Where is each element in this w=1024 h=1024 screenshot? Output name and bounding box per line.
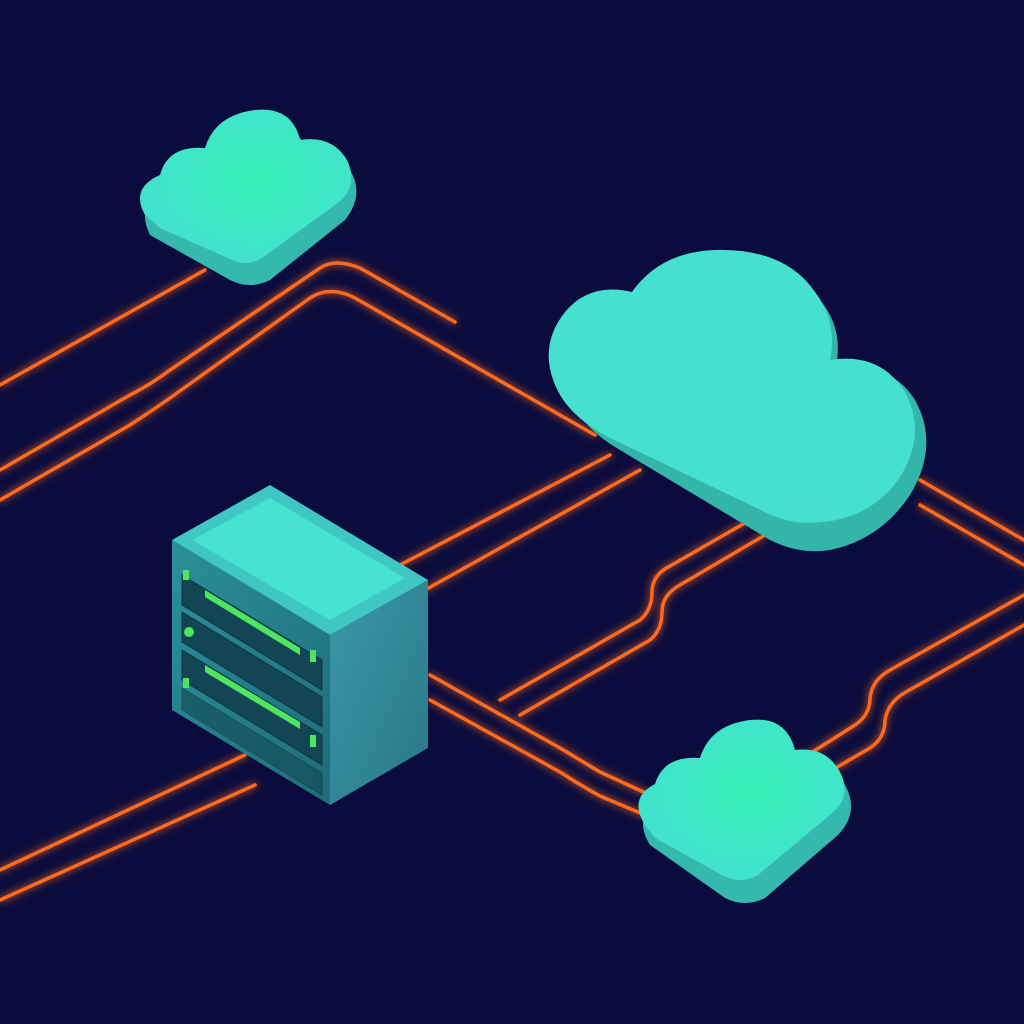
network-line xyxy=(918,503,1024,567)
network-line xyxy=(813,623,1024,782)
server-icon xyxy=(172,485,428,805)
network-line xyxy=(398,453,612,567)
server-power-button xyxy=(184,627,194,637)
network-line xyxy=(428,673,652,797)
cloud-icon xyxy=(548,249,927,552)
network-line xyxy=(0,753,247,872)
network-line xyxy=(0,261,457,472)
network-line xyxy=(0,289,597,502)
network-lines xyxy=(0,261,1024,902)
network-line xyxy=(498,518,752,702)
network-line xyxy=(0,783,257,902)
network-line xyxy=(798,593,1024,762)
network-line xyxy=(428,698,647,817)
network-line xyxy=(918,478,1024,542)
network-line xyxy=(0,268,207,387)
cloud-icon xyxy=(638,719,852,903)
cloud-icon xyxy=(140,109,357,285)
server-status-leds xyxy=(183,570,316,747)
network-line xyxy=(423,468,642,592)
network-line xyxy=(518,533,767,717)
